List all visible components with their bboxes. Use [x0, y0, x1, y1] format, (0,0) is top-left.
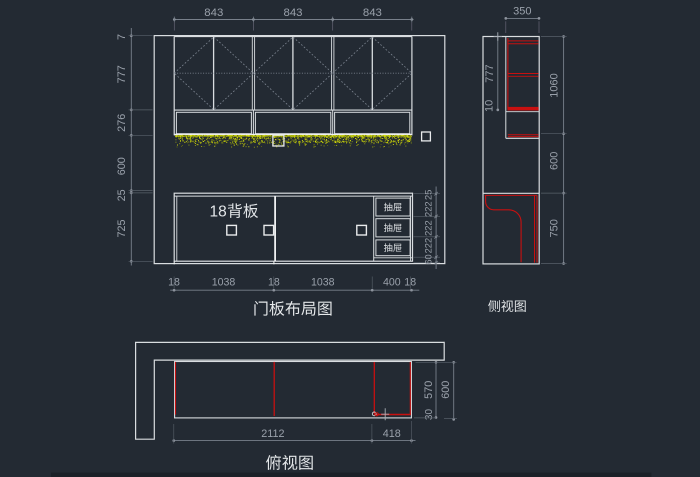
svg-text:18: 18	[268, 277, 280, 289]
svg-text:725: 725	[116, 219, 128, 237]
svg-text:10: 10	[483, 100, 495, 112]
svg-text:600: 600	[440, 381, 452, 399]
svg-text:276: 276	[116, 114, 128, 132]
svg-text:25: 25	[423, 190, 433, 200]
svg-text:777: 777	[116, 65, 128, 83]
svg-text:1038: 1038	[212, 277, 236, 289]
svg-text:777: 777	[484, 64, 496, 82]
svg-text:600: 600	[548, 152, 560, 170]
svg-text:25: 25	[116, 189, 128, 201]
svg-text:400: 400	[383, 277, 401, 289]
svg-text:843: 843	[363, 7, 382, 19]
svg-text:843: 843	[204, 7, 223, 19]
svg-text:350: 350	[513, 5, 531, 17]
svg-text:18: 18	[168, 277, 180, 289]
svg-text:222: 222	[423, 220, 433, 236]
svg-text:222: 222	[423, 201, 433, 217]
svg-text:1038: 1038	[311, 277, 335, 289]
svg-text:1060: 1060	[548, 73, 560, 97]
svg-text:600: 600	[116, 157, 128, 175]
svg-text:843: 843	[283, 7, 302, 19]
svg-text:222: 222	[423, 238, 433, 254]
svg-text:18: 18	[404, 277, 416, 289]
svg-text:418: 418	[383, 428, 401, 440]
svg-text:18: 18	[210, 204, 227, 221]
svg-text:750: 750	[548, 219, 560, 237]
svg-text:60: 60	[423, 254, 433, 264]
svg-text:7: 7	[116, 34, 128, 40]
svg-text:30: 30	[424, 409, 435, 421]
svg-text:570: 570	[423, 381, 435, 399]
svg-text:2112: 2112	[261, 428, 284, 440]
